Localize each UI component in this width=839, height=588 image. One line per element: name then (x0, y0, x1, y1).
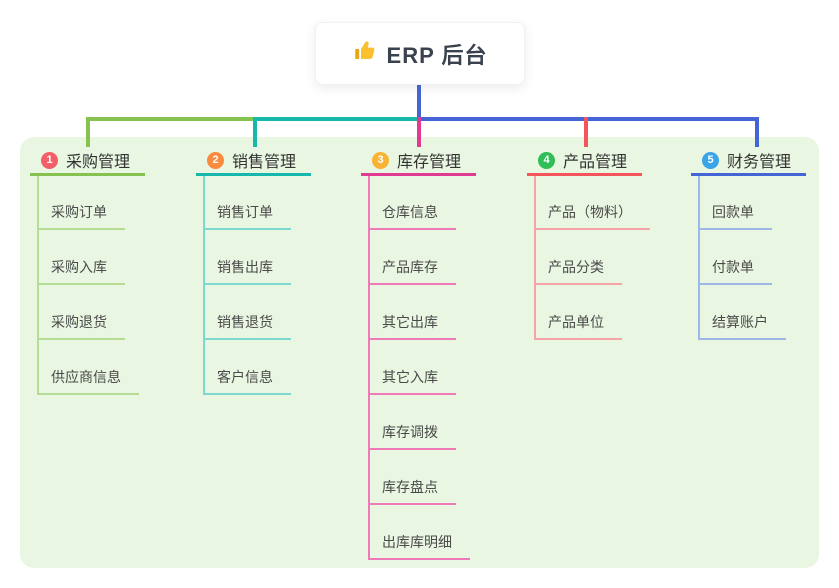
child-node[interactable]: 产品单位 (548, 314, 604, 330)
branch-underline (527, 173, 642, 176)
connector-rail-teal (253, 117, 421, 121)
child-underline (534, 338, 622, 340)
child-node[interactable]: 产品（物料） (548, 204, 632, 220)
connector-rail-blue (417, 117, 759, 121)
child-underline (368, 393, 456, 395)
branch-node-2[interactable]: 2 销售管理 (207, 150, 297, 171)
branch-title: 销售管理 (232, 154, 297, 171)
branch-vline (37, 176, 39, 395)
branch-node-1[interactable]: 1 采购管理 (41, 150, 131, 171)
branch-node-4[interactable]: 4 产品管理 (538, 150, 628, 171)
child-node[interactable]: 产品库存 (382, 259, 438, 275)
connector-drop-5 (755, 117, 759, 147)
branch-underline (691, 173, 806, 176)
child-underline (368, 448, 456, 450)
child-node[interactable]: 其它入库 (382, 369, 438, 385)
child-underline (368, 558, 470, 560)
child-node[interactable]: 采购退货 (51, 314, 107, 330)
connector-drop-1 (86, 117, 90, 147)
branch-node-5[interactable]: 5 财务管理 (702, 150, 792, 171)
child-underline (37, 283, 125, 285)
child-node[interactable]: 其它出库 (382, 314, 438, 330)
child-underline (37, 338, 125, 340)
child-node[interactable]: 销售订单 (217, 204, 273, 220)
child-node[interactable]: 库存调拨 (382, 424, 438, 440)
branch-number-badge: 4 (538, 151, 555, 169)
branch-number-badge: 2 (207, 151, 224, 169)
child-node[interactable]: 供应商信息 (51, 369, 121, 385)
child-underline (534, 283, 622, 285)
branch-number-badge: 5 (702, 151, 719, 169)
branch-title: 财务管理 (727, 154, 792, 171)
branch-vline (534, 176, 536, 340)
child-node[interactable]: 付款单 (712, 259, 754, 275)
branch-node-3[interactable]: 3 库存管理 (372, 150, 462, 171)
child-underline (698, 228, 772, 230)
child-node[interactable]: 库存盘点 (382, 479, 438, 495)
branch-title: 库存管理 (397, 154, 462, 171)
branches-panel (20, 137, 819, 568)
child-underline (203, 393, 291, 395)
branch-number-badge: 1 (41, 151, 58, 169)
connector-drop-3 (417, 117, 421, 147)
root-node[interactable]: ERP 后台 (315, 22, 525, 85)
child-underline (368, 503, 456, 505)
child-underline (203, 283, 291, 285)
child-node[interactable]: 销售出库 (217, 259, 273, 275)
child-node[interactable]: 回款单 (712, 204, 754, 220)
connector-drop-2 (253, 117, 257, 147)
branch-vline (368, 176, 370, 560)
branch-number-badge: 3 (372, 151, 389, 169)
connector-rail-green (86, 117, 257, 121)
connector-drop-4 (584, 117, 588, 147)
child-underline (368, 283, 456, 285)
child-underline (37, 228, 125, 230)
child-node[interactable]: 产品分类 (548, 259, 604, 275)
branch-title: 采购管理 (66, 154, 131, 171)
child-underline (368, 338, 456, 340)
child-underline (698, 283, 772, 285)
child-node[interactable]: 客户信息 (217, 369, 273, 385)
child-node[interactable]: 结算账户 (712, 314, 768, 330)
connector-trunk (417, 84, 421, 121)
child-underline (368, 228, 456, 230)
branch-underline (30, 173, 145, 176)
child-node[interactable]: 采购订单 (51, 204, 107, 220)
child-underline (534, 228, 650, 230)
branch-title: 产品管理 (563, 154, 628, 171)
child-node[interactable]: 销售退货 (217, 314, 273, 330)
thumbs-up-icon (353, 39, 377, 68)
branch-underline (196, 173, 311, 176)
child-underline (698, 338, 786, 340)
child-underline (203, 338, 291, 340)
child-node[interactable]: 仓库信息 (382, 204, 438, 220)
child-underline (203, 228, 291, 230)
branch-vline (203, 176, 205, 395)
branch-vline (698, 176, 700, 340)
child-underline (37, 393, 139, 395)
root-title: ERP 后台 (386, 42, 488, 68)
child-node[interactable]: 出库库明细 (382, 534, 452, 550)
child-node[interactable]: 采购入库 (51, 259, 107, 275)
branch-underline (361, 173, 476, 176)
